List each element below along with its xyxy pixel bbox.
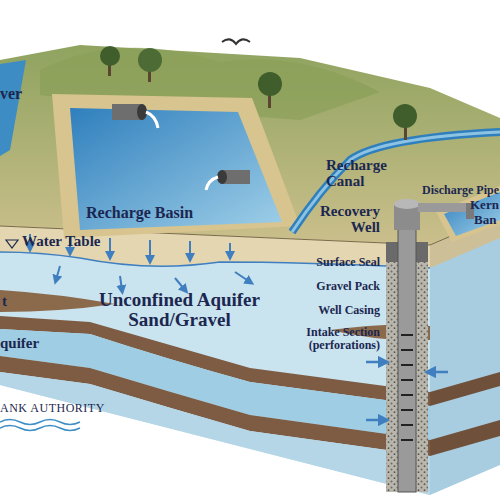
basin-water	[70, 108, 282, 230]
right-face	[430, 215, 500, 495]
illustration-part	[175, 278, 185, 290]
part-label: Surface Seal	[290, 256, 380, 269]
illustration-part	[0, 426, 80, 431]
part-label: quifer	[0, 336, 39, 352]
bird	[222, 39, 250, 44]
illustration-part	[401, 394, 413, 396]
illustration-part	[217, 170, 227, 184]
illustration-part	[229, 243, 231, 256]
tree	[100, 46, 120, 76]
illustration-part	[56, 266, 60, 280]
illustration-part	[206, 177, 218, 190]
right-face-clay	[430, 420, 500, 456]
illustration-part	[109, 238, 111, 256]
ground-surface	[0, 45, 500, 245]
part-label: ANK AUTHORITY	[0, 402, 105, 415]
illustration-part	[138, 48, 162, 72]
clay-layer	[0, 356, 430, 456]
inflow-pipe	[206, 170, 250, 190]
part-label: Water Table	[22, 234, 101, 250]
illustration-part	[418, 203, 470, 212]
part-label: Intake Section (perforations)	[280, 326, 380, 351]
part-label: ver	[0, 86, 22, 103]
perforations	[401, 335, 413, 440]
part-label: Recharge Basin	[86, 205, 193, 222]
illustration-part	[149, 240, 151, 260]
inflow-pipe	[112, 104, 158, 128]
illustration-part	[100, 46, 120, 66]
illustration-part	[137, 104, 147, 120]
tree	[258, 72, 282, 108]
illustration-part	[430, 371, 448, 374]
illustration-part	[235, 272, 250, 282]
front-face	[0, 220, 440, 500]
illustration-part	[394, 199, 420, 209]
illustration-part	[120, 276, 122, 290]
illustration-part	[146, 112, 158, 128]
illustration-part	[0, 420, 80, 425]
right-face-clay	[430, 372, 500, 406]
part-label: t	[2, 294, 7, 310]
illustration-part	[189, 241, 191, 258]
well-casing	[398, 226, 416, 492]
water-table-symbol	[6, 240, 18, 248]
basin-dike	[52, 94, 300, 238]
tree	[393, 104, 417, 140]
bank-water	[444, 192, 500, 236]
part-label: Recharge Canal	[326, 158, 404, 190]
water-table	[0, 252, 430, 268]
illustration-part	[401, 439, 413, 441]
illustration-part	[366, 419, 384, 422]
illustration-part	[401, 424, 413, 426]
clay-lens	[0, 290, 115, 312]
part-label: Discharge Pipe	[422, 184, 499, 197]
well-head	[394, 199, 474, 230]
illustration-part	[0, 220, 440, 500]
part-label: Recovery Well	[300, 204, 380, 236]
illustration-part	[401, 379, 413, 381]
illustration-part	[366, 361, 384, 364]
illustration-part	[401, 364, 413, 366]
part-label: Gravel Pack	[290, 280, 380, 293]
part-label: Kern	[470, 198, 499, 212]
inflow-arrows	[366, 362, 448, 420]
illustration-part	[401, 349, 413, 351]
part-label: Ban	[474, 213, 496, 227]
river	[0, 60, 26, 156]
part-label: Unconfined Aquifer Sand/Gravel	[92, 290, 267, 330]
illustration-part	[401, 334, 413, 336]
illustration-part	[401, 409, 413, 411]
lower-layer	[0, 372, 430, 500]
logo-waves	[0, 420, 80, 431]
illustration-part	[258, 72, 282, 96]
tree	[138, 48, 162, 82]
illustration-part	[393, 104, 417, 128]
part-label: Well Casing	[290, 304, 380, 317]
